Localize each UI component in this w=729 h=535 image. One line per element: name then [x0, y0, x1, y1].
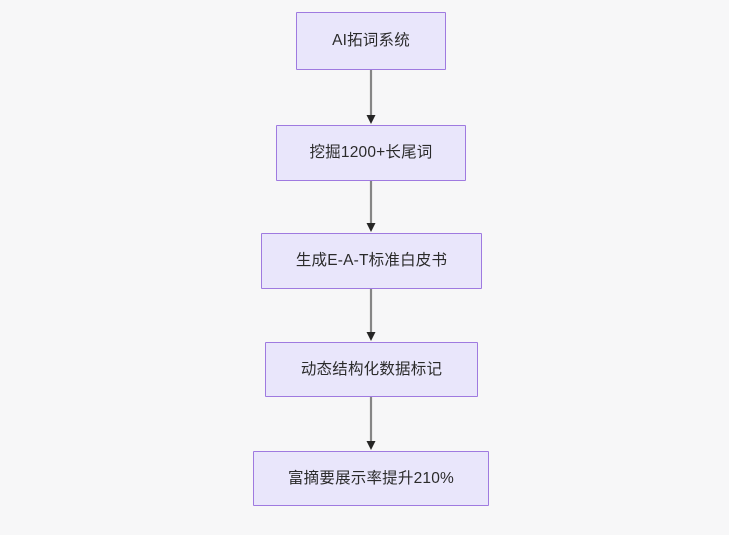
flowchart-node-4[interactable]: 动态结构化数据标记: [265, 342, 478, 397]
flowchart-node-5[interactable]: 富摘要展示率提升210%: [253, 451, 489, 506]
flowchart-node-2-label: 挖掘1200+长尾词: [309, 144, 433, 162]
flowchart-node-4-label: 动态结构化数据标记: [300, 360, 443, 378]
flowchart-node-3-label: 生成E-A-T标准白皮书: [295, 252, 448, 270]
flowchart-node-3[interactable]: 生成E-A-T标准白皮书: [261, 233, 482, 289]
flowchart-node-2[interactable]: 挖掘1200+长尾词: [276, 125, 466, 181]
flowchart-node-1-label: AI拓词系统: [332, 32, 410, 50]
flowchart-node-1[interactable]: AI拓词系统: [296, 12, 446, 70]
flowchart-node-5-label: 富摘要展示率提升210%: [287, 469, 455, 487]
